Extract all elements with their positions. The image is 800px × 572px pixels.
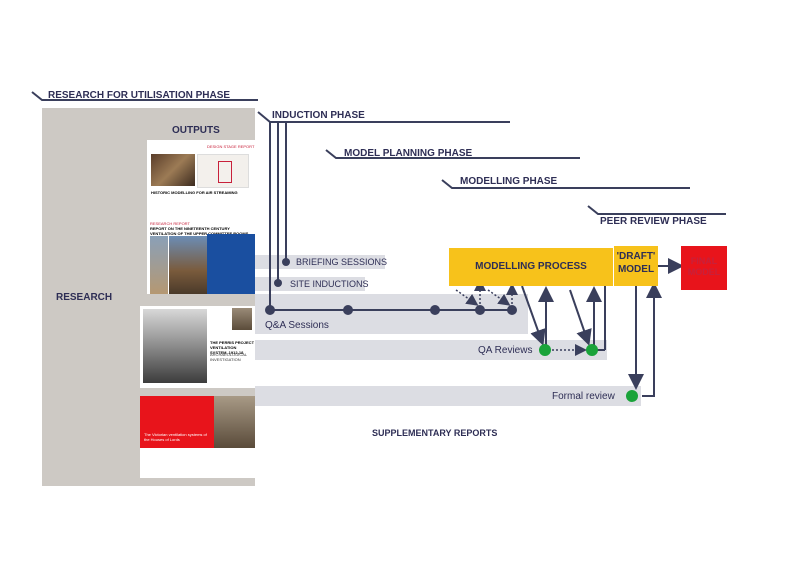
- qa-node-1: [265, 305, 275, 315]
- formal-review-bar: [255, 386, 641, 406]
- output-document-3: THE PERRIS PROJECT VENTILATION SYSTEM, 1…: [140, 306, 255, 388]
- phase-research-utilisation: RESEARCH FOR UTILISATION PHASE: [48, 90, 231, 101]
- qa-node-4: [475, 305, 485, 315]
- doc2-blue-panel: [207, 234, 255, 294]
- doc1-title: HISTORIC MODELLING FOR AIR STREAMING: [151, 190, 238, 195]
- modelling-process-label: MODELLING PROCESS: [475, 261, 587, 272]
- doc2-title: REPORT ON THE NINETEENTH CENTURY VENTILA…: [150, 226, 249, 236]
- qa-node-2: [343, 305, 353, 315]
- output-document-1: DESIGN STAGE REPORT HISTORIC MODELLING F…: [147, 140, 255, 220]
- phase-induction: INDUCTION PHASE: [272, 110, 365, 121]
- qa-review-dot-1: [539, 344, 551, 356]
- qa-node-5: [507, 305, 517, 315]
- qa-reviews-label: QA Reviews: [478, 345, 533, 356]
- site-inductions-bar: [255, 277, 365, 291]
- qa-reviews-bar: [255, 340, 607, 360]
- doc1-sketch: [197, 154, 249, 188]
- doc3-inset: [232, 308, 252, 330]
- draft-model-label-1: 'DRAFT': [616, 251, 656, 262]
- doc2-photo-building: [169, 236, 207, 294]
- briefing-node: [282, 258, 290, 266]
- supplementary-reports-label: SUPPLEMENTARY REPORTS: [372, 428, 498, 438]
- site-inductions-label: SITE INDUCTIONS: [290, 279, 369, 289]
- research-label: RESEARCH: [56, 292, 113, 303]
- doc2-header: RESEARCH REPORT: [150, 221, 190, 226]
- doc4-red-panel: The Victorian ventilation systems of the…: [140, 396, 214, 448]
- doc3-title: THE PERRIS PROJECT VENTILATION SYSTEM, 1…: [210, 340, 255, 355]
- final-model-label-1: FINAL: [690, 256, 718, 266]
- draft-model-box: 'DRAFT' MODEL: [614, 246, 658, 286]
- doc3-photo: [143, 309, 207, 383]
- phase-modelling: MODELLING PHASE: [460, 176, 558, 187]
- phase-peer-review: PEER REVIEW PHASE: [600, 216, 707, 227]
- qa-review-dot-2: [586, 344, 598, 356]
- phase-model-planning: MODEL PLANNING PHASE: [344, 148, 473, 159]
- qa-node-3: [430, 305, 440, 315]
- output-document-2: RESEARCH REPORT REPORT ON THE NINETEENTH…: [147, 220, 255, 294]
- doc4-photo: [214, 396, 255, 448]
- modelling-process-box: MODELLING PROCESS: [449, 248, 613, 286]
- briefing-sessions-label: BRIEFING SESSIONS: [296, 257, 388, 267]
- doc1-photo: [151, 154, 195, 186]
- formal-review-dot: [626, 390, 638, 402]
- output-document-4: The Victorian ventilation systems of the…: [140, 396, 255, 478]
- final-model-label-2: MODEL: [687, 267, 721, 277]
- final-model-box: FINAL MODEL: [681, 246, 727, 290]
- doc2-photo-tower: [150, 236, 168, 294]
- outputs-label: OUTPUTS: [172, 125, 220, 136]
- qa-sessions-label: Q&A Sessions: [265, 320, 329, 331]
- doc4-title: The Victorian ventilation systems of the…: [144, 432, 207, 442]
- draft-model-label-2: MODEL: [617, 264, 655, 275]
- doc1-header: DESIGN STAGE REPORT: [207, 144, 255, 149]
- site-inductions-node: [274, 279, 282, 287]
- formal-review-label: Formal review: [552, 391, 615, 402]
- doc3-subtitle: ARCHAEOLOGICAL INVESTIGATION: [210, 352, 247, 362]
